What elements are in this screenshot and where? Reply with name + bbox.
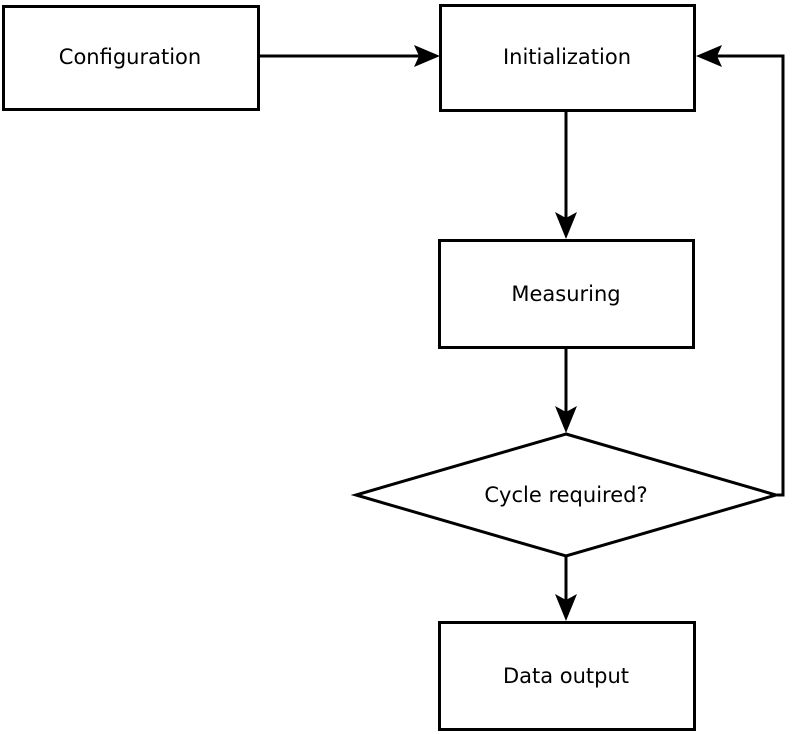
edge-initialization-to-measuring — [555, 112, 577, 239]
arrow-head-cycle-output — [555, 594, 577, 621]
edge-cycle-required-to-data-output — [555, 557, 577, 621]
arrow-head-init-meas — [555, 212, 577, 239]
initialization-box[interactable] — [439, 4, 696, 112]
arrow-head-feedback-loop — [696, 45, 722, 67]
measuring-label: Measuring — [511, 282, 620, 306]
measuring-box[interactable] — [438, 239, 695, 349]
node-initialization[interactable]: Initialization — [439, 4, 696, 112]
cycle-required-diamond[interactable] — [350, 432, 782, 558]
node-configuration[interactable]: Configuration — [2, 5, 260, 111]
arrow-head-config-init — [414, 45, 440, 67]
data-output-box[interactable] — [438, 621, 696, 731]
edge-line-feedback-loop — [712, 54, 785, 497]
edge-cycle-required-to-initialization-feedback — [696, 45, 785, 497]
node-data-output[interactable]: Data output — [438, 621, 696, 731]
arrow-head-meas-cycle — [555, 406, 577, 433]
configuration-label: Configuration — [59, 45, 201, 69]
cycle-required-label: Cycle required? — [484, 483, 647, 507]
initialization-label: Initialization — [503, 45, 631, 69]
edge-configuration-to-initialization — [259, 45, 440, 67]
node-cycle-required[interactable]: Cycle required? — [350, 432, 782, 558]
configuration-box[interactable] — [2, 5, 260, 111]
edge-measuring-to-cycle-required — [555, 349, 577, 433]
data-output-label: Data output — [503, 664, 629, 688]
node-measuring[interactable]: Measuring — [438, 239, 695, 349]
